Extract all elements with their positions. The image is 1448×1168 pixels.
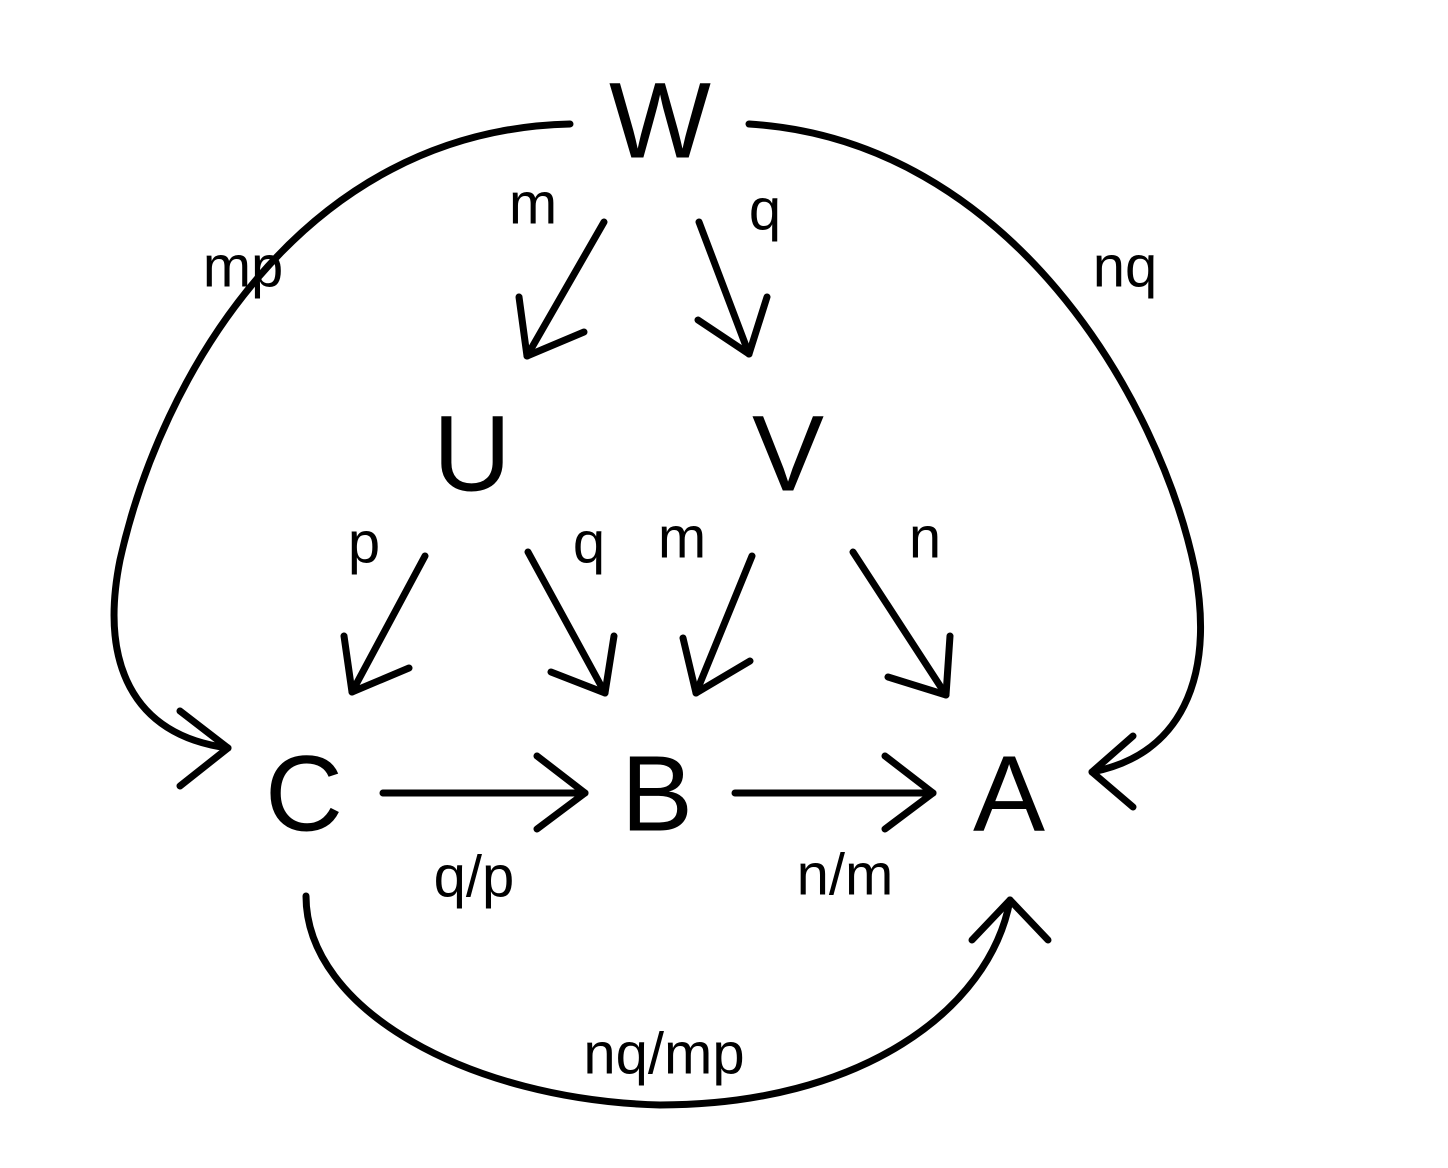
edge-b-a-arrowhead (881, 752, 937, 833)
edge-label-c-a: nq/mp (583, 1022, 744, 1087)
edge-v-b-arrowhead (679, 634, 754, 697)
node-u: U (433, 393, 511, 514)
edge-u-c-arrowhead (340, 632, 413, 696)
edge-w-u-arrowhead (515, 293, 588, 360)
edge-w-a-curve (745, 120, 1204, 776)
node-a: A (973, 733, 1045, 854)
edge-w-v-arrowhead (694, 293, 771, 358)
edge-w-a-arrowhead (1088, 732, 1137, 811)
edge-label-u-b: q (573, 511, 605, 576)
edge-label-c-b: q/p (434, 845, 515, 910)
edge-c-a-curve (302, 892, 1014, 1109)
edge-v-a-line (849, 548, 950, 699)
edge-w-c-curve (110, 120, 574, 752)
edge-u-b-line (524, 548, 609, 697)
edge-label-w-c: mp (203, 235, 284, 300)
edge-label-v-b: m (658, 506, 706, 571)
node-c: C (265, 733, 343, 854)
edge-c-a-arrowhead (968, 896, 1052, 944)
node-b: B (621, 733, 693, 854)
edge-u-c-line (348, 552, 429, 696)
edge-label-v-a: n (909, 506, 941, 571)
edge-u-b-arrowhead (547, 632, 618, 697)
edge-w-u-line (523, 218, 608, 360)
edge-label-w-a: nq (1093, 235, 1158, 300)
edge-label-b-a: n/m (797, 843, 894, 908)
edge-w-v-line (695, 218, 753, 358)
edge-label-u-c: p (348, 511, 380, 576)
edge-label-w-u: m (509, 172, 557, 237)
edge-c-b-arrowhead (533, 752, 589, 833)
edge-v-b-line (692, 552, 756, 697)
node-v: V (752, 393, 824, 514)
edge-v-a-arrowhead (884, 632, 954, 699)
node-w: W (609, 60, 711, 181)
edge-w-c-arrowhead (176, 707, 232, 790)
edge-label-w-v: q (749, 178, 781, 243)
